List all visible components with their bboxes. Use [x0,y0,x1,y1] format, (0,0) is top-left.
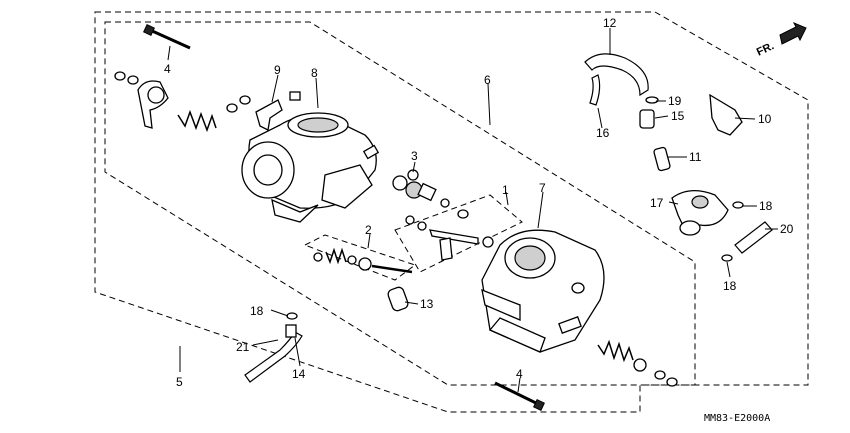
clip-18-lower [721,254,733,262]
seal-set-3 [392,169,450,208]
hose-12 [584,53,649,106]
hose-20 [734,221,773,254]
bracket-10 [709,93,743,136]
bracket-9 [255,99,283,131]
spring-right [597,339,678,387]
callout-19: 19 [668,94,682,108]
spring-left [177,109,217,133]
hose-11 [653,146,671,172]
callout-18-right-upper: 18 [759,199,773,213]
callout-15: 15 [671,109,685,123]
nut-left-b [239,95,251,105]
callout-1: 1 [502,183,509,197]
callout-21: 21 [236,340,250,354]
callout-4-bottom: 4 [516,367,523,381]
callout-16: 16 [596,126,610,140]
part-1-frame [394,194,523,273]
callout-10: 10 [758,112,772,126]
callout-13: 13 [420,297,434,311]
front-direction-arrow [779,22,807,45]
leader-lines [167,28,778,393]
screw-4-bottom [494,381,545,411]
callout-20: 20 [780,222,794,236]
callout-4-top: 4 [164,62,171,76]
nut-left-a [226,103,238,113]
callout-labels: 1 2 3 4 4 5 6 7 8 9 10 11 12 13 14 15 16… [164,16,794,389]
drawing-code: MM83-E2000A [704,413,770,424]
callout-14: 14 [292,367,306,381]
callout-11: 11 [689,150,702,164]
callout-18-left: 18 [250,304,264,318]
direction-label: FR. [755,40,776,58]
callout-8: 8 [311,66,318,80]
hose-21 [244,331,303,383]
assembly-6-frame [104,21,696,386]
part-15 [639,109,655,129]
callout-7: 7 [539,181,546,195]
callout-18-right-lower: 18 [723,279,737,293]
callout-12: 12 [603,16,617,30]
carburetor-right [481,229,605,353]
callout-6: 6 [484,73,491,87]
screw-9 [289,91,301,101]
callout-3: 3 [411,149,418,163]
screw-4-top [143,24,191,50]
valve-17 [671,190,729,236]
callout-5: 5 [176,375,183,389]
part-14 [285,324,297,338]
callout-2: 2 [365,223,372,237]
callout-17: 17 [650,196,664,210]
spring-screw-2 [313,247,413,274]
tube-13 [387,286,409,312]
clip-18-upper [732,201,744,209]
linkage-left [114,71,169,129]
clip-19 [645,96,659,104]
shaft-1 [405,209,494,261]
callout-9: 9 [274,63,281,77]
clip-18-left [286,312,298,320]
carburetor-left [241,112,380,223]
